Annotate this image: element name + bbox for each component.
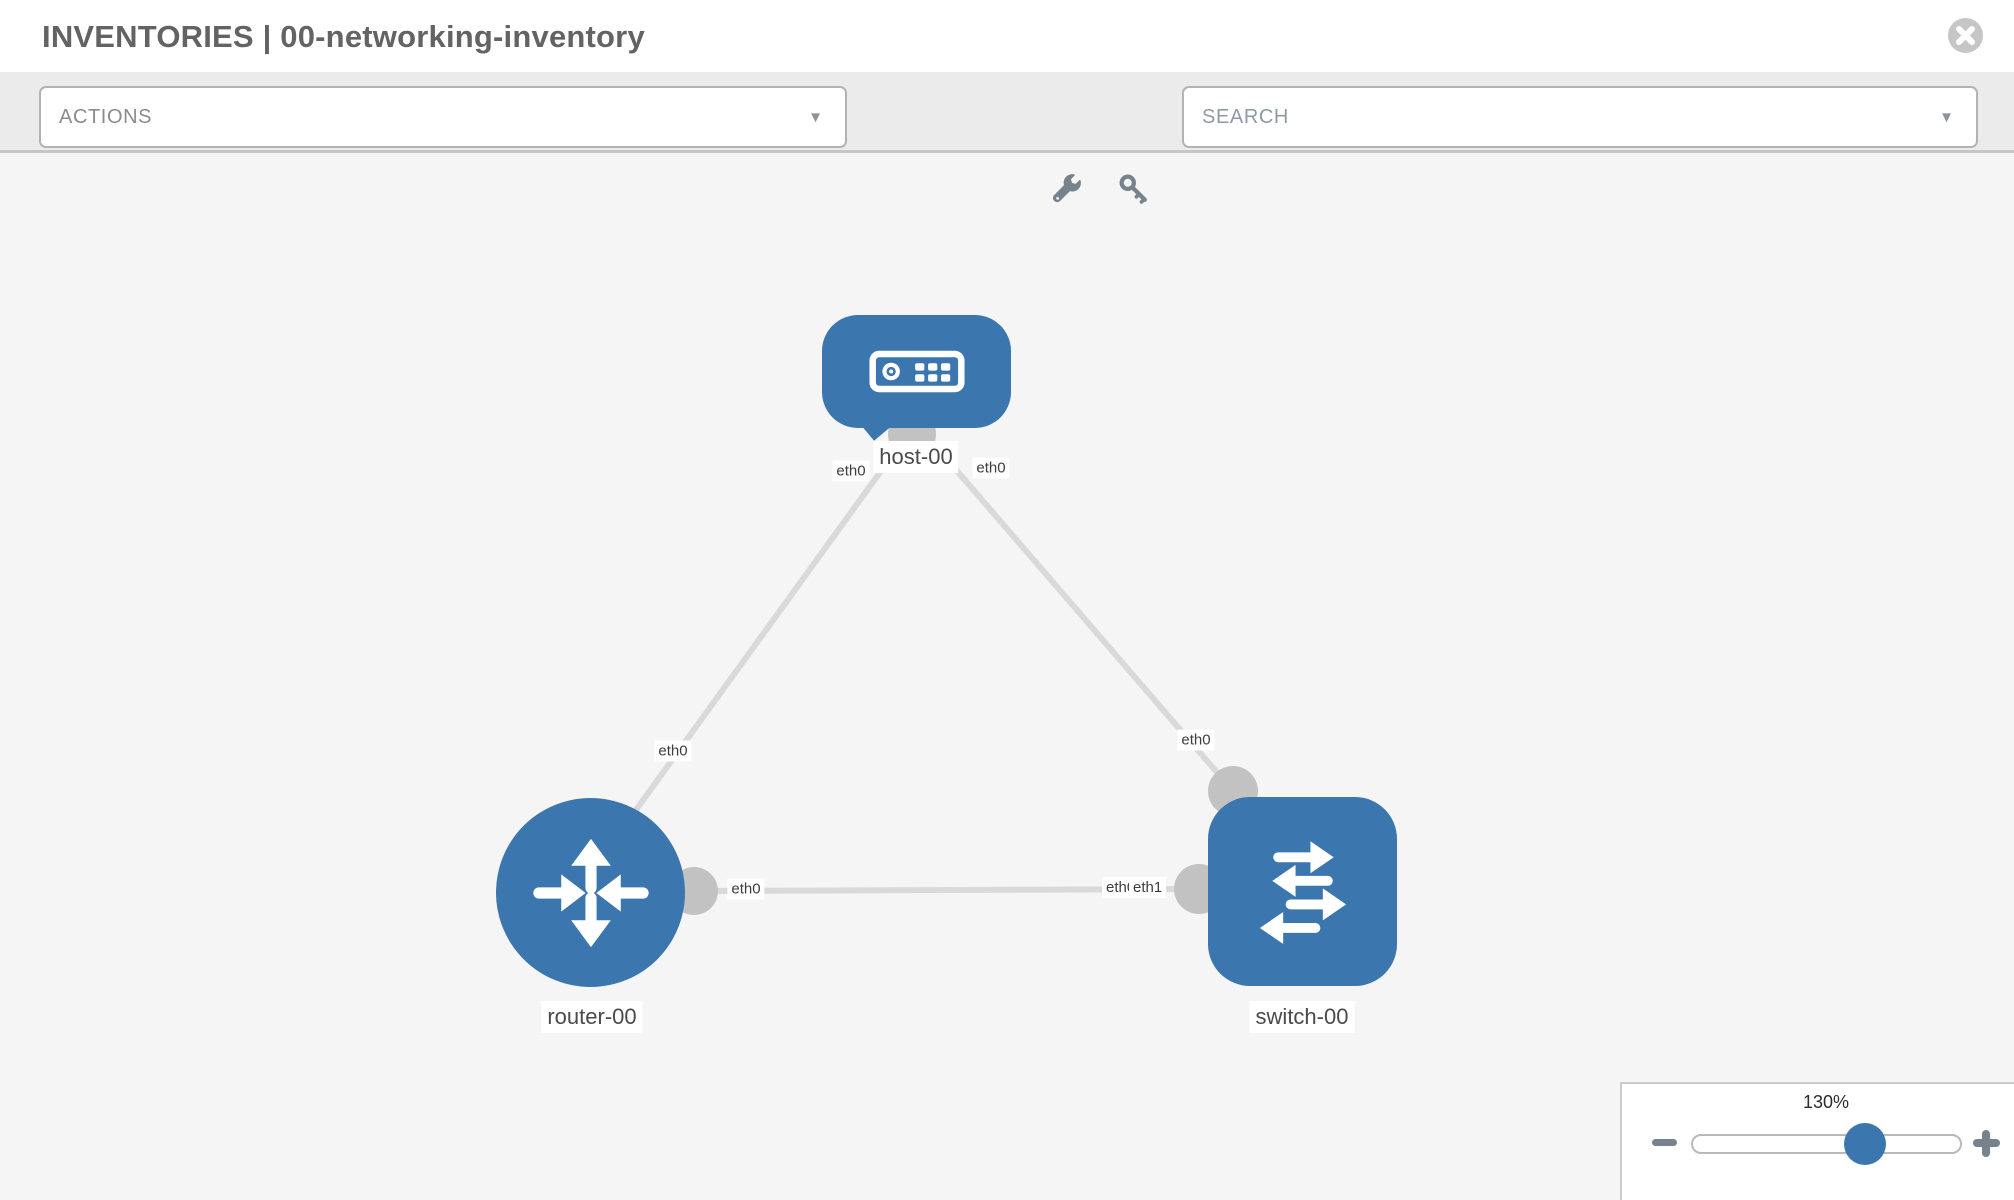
page-title: INVENTORIES | 00-networking-inventory: [42, 19, 645, 54]
link-host-router[interactable]: [625, 426, 915, 823]
host-icon: [868, 350, 965, 393]
actions-dropdown-label: ACTIONS: [59, 106, 153, 128]
search-dropdown[interactable]: SEARCH ▼: [1182, 86, 1978, 148]
zoom-in-button[interactable]: [1972, 1128, 2002, 1158]
toolbar: ACTIONS ▼ SEARCH ▼: [0, 72, 2014, 204]
interface-label: eth0: [727, 878, 765, 900]
interface-label: eth0: [972, 457, 1010, 479]
plus-icon: [1982, 1130, 1990, 1157]
modal-header: INVENTORIES | 00-networking-inventory: [0, 0, 2014, 72]
node-host-00[interactable]: [822, 315, 1011, 428]
zoom-slider-track[interactable]: [1691, 1134, 1962, 1154]
interface-label: eth1: [1129, 877, 1167, 898]
topology-canvas[interactable]: eth0 eth0 eth0 eth0 eth0 eth0 eth1 host-…: [0, 153, 2014, 1200]
zoom-panel: 130%: [1620, 1082, 2014, 1200]
interface-label: eth0: [1177, 729, 1215, 751]
node-switch-00[interactable]: [1208, 797, 1397, 986]
node-label-switch-00: switch-00: [1249, 1001, 1355, 1033]
key-icon: [1119, 174, 1147, 204]
close-button[interactable]: [1947, 17, 1984, 54]
router-icon: [532, 838, 649, 947]
zoom-level-value: 130%: [1802, 1092, 1850, 1112]
wrench-icon: [1052, 174, 1081, 203]
node-label-host-00: host-00: [873, 441, 959, 473]
actions-dropdown[interactable]: ACTIONS ▼: [39, 86, 847, 148]
search-placeholder: SEARCH: [1202, 106, 1289, 128]
interface-label: eth0: [654, 740, 692, 762]
node-label-router-00: router-00: [541, 1001, 643, 1033]
interface-label: eth0: [832, 460, 870, 482]
chevron-down-icon: ▼: [808, 109, 823, 126]
zoom-slider-thumb[interactable]: [1844, 1123, 1886, 1165]
close-icon: [1948, 18, 1983, 53]
chevron-down-icon: ▼: [1939, 109, 1954, 126]
minus-icon: [1652, 1139, 1677, 1146]
key-button[interactable]: [1117, 172, 1151, 206]
tools-button[interactable]: [1050, 172, 1084, 206]
zoom-out-button[interactable]: [1650, 1128, 1680, 1158]
node-router-00[interactable]: [496, 798, 685, 987]
switch-icon: [1259, 840, 1346, 944]
